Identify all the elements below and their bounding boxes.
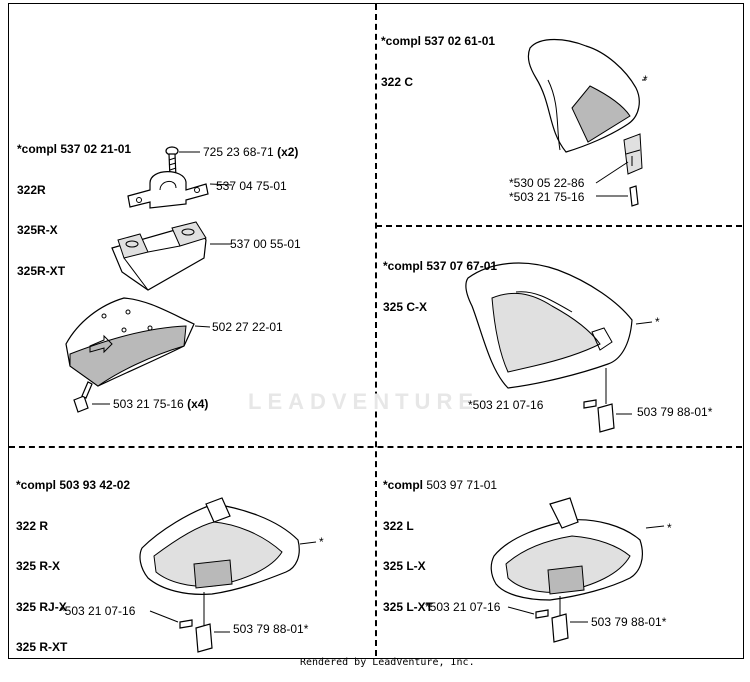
header-bottom-left: *compl 503 93 42-02 322 R 325 R-X 325 RJ… [16, 452, 130, 682]
part-label-bolt[interactable]: *503 21 75-16 [509, 190, 585, 204]
header-mid-right-model: 325 C-X [383, 299, 428, 314]
part-label-guard[interactable]: 502 27 22-01 [212, 320, 283, 334]
part-label-plate[interactable]: 503 79 88-01* [637, 405, 713, 419]
header-left: *compl 537 02 21-01 322R 325R-X 325R-XT [17, 116, 131, 305]
part-label-screw[interactable]: 725 23 68-71 (x2) [203, 145, 299, 159]
part-label-bolt[interactable]: 503 21 75-16 (x4) [113, 397, 209, 411]
header-top-right-code: *compl 537 02 61-01 [381, 34, 496, 48]
header-left-model-1: 322R [17, 182, 46, 197]
part-label-guard-asterisk[interactable]: * [655, 315, 660, 329]
header-mid-right: *compl 537 07 67-01 325 C-X [383, 233, 497, 341]
header-bottom-right-model-3: 325 L-XT [383, 599, 434, 614]
header-left-code: *compl 537 02 21-01 [17, 142, 132, 156]
horizontal-divider [9, 446, 742, 448]
header-left-model-3: 325R-XT [17, 263, 66, 278]
part-label-bracket[interactable]: *530 05 22-86 [509, 176, 585, 190]
header-bottom-right-code-line: *compl 503 97 71-01 [383, 478, 498, 493]
part-label-guard-asterisk[interactable]: * [667, 521, 672, 535]
header-bottom-right-prefix: *compl [383, 478, 424, 492]
header-bottom-left-code: *compl 503 93 42-02 [16, 478, 131, 492]
part-label-clamp[interactable]: 537 04 75-01 [216, 179, 287, 193]
clamp-537-04-75-01 [127, 171, 233, 209]
header-left-model-2: 325R-X [17, 223, 58, 237]
right-upper-divider [376, 225, 742, 227]
bolt-503-21-75-16 [73, 381, 110, 413]
header-top-right: *compl 537 02 61-01 322 C [381, 8, 495, 116]
diagram-frame [8, 3, 744, 659]
header-mid-right-code: *compl 537 07 67-01 [383, 259, 498, 273]
part-label-guard-asterisk[interactable]: * [643, 73, 648, 87]
part-label-bolt[interactable]: *503 21 07-16 [468, 398, 544, 412]
part-label-holder[interactable]: 537 00 55-01 [230, 237, 301, 251]
header-bottom-left-model-2: 325 R-X [16, 559, 61, 573]
header-bottom-left-model-3: 325 RJ-X [16, 599, 67, 614]
holder-537-00-55-01 [111, 221, 232, 291]
watermark: LEADVENTURE [248, 389, 480, 414]
header-bottom-right-model-1: 322 L [383, 518, 414, 533]
part-label-guard-asterisk[interactable]: * [319, 535, 324, 549]
guard-325rx [139, 497, 317, 653]
header-bottom-left-model-4: 325 R-XT [16, 640, 68, 654]
header-bottom-right: *compl 503 97 71-01 322 L 325 L-X 325 L-… [383, 452, 497, 641]
vertical-divider [375, 4, 377, 656]
guard-325cx [465, 262, 653, 433]
render-credit: Rendered by LeadVenture, Inc. [300, 657, 475, 668]
header-bottom-left-model-1: 322 R [16, 518, 49, 533]
guard-502-27-22-01 [65, 297, 211, 387]
header-top-right-model: 322 C [381, 74, 414, 89]
part-label-bolt[interactable]: *503 21 07-16 [425, 600, 501, 614]
header-bottom-right-code: 503 97 71-01 [426, 478, 498, 492]
part-label-bolt[interactable]: *503 21 07-16 [60, 604, 136, 618]
header-bottom-right-model-2: 325 L-X [383, 559, 426, 573]
guard-325lx [490, 497, 665, 643]
guard-322c [527, 38, 646, 207]
part-label-plate[interactable]: 503 79 88-01* [233, 622, 309, 636]
part-label-plate[interactable]: 503 79 88-01* [591, 615, 667, 629]
